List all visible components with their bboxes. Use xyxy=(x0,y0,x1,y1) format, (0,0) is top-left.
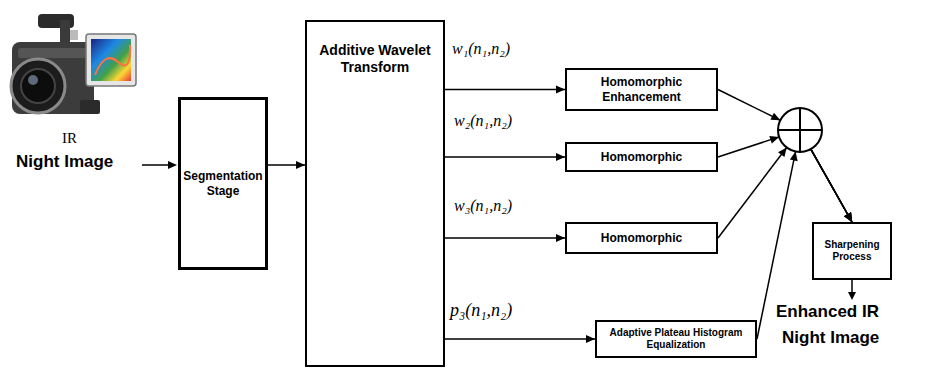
output-label: Night Image xyxy=(782,328,879,348)
box-text: Sharpening Process xyxy=(819,239,885,263)
ir-camera xyxy=(11,14,136,114)
summation-junction xyxy=(778,108,822,152)
arrowhead xyxy=(770,113,780,121)
signal-label: p₃(n₁,n₂) xyxy=(448,300,514,321)
box-text: Homomorphic Enhancement xyxy=(572,75,711,104)
arrowhead xyxy=(586,335,595,343)
process-box: Segmentation Stage xyxy=(178,97,268,270)
arrowhead xyxy=(296,161,305,169)
connector-line xyxy=(718,148,787,238)
process-box: Homomorphic xyxy=(565,142,718,172)
connector-line xyxy=(811,149,852,222)
connector-line xyxy=(445,237,565,239)
input-arrow xyxy=(142,161,177,169)
arrowhead xyxy=(769,136,779,144)
connector xyxy=(445,86,565,94)
box-text: Homomorphic xyxy=(601,150,682,164)
image-label: IR xyxy=(62,130,77,147)
arrowhead xyxy=(790,152,798,162)
box-text: Homomorphic xyxy=(601,231,682,245)
connector-line xyxy=(718,90,780,121)
connector-line xyxy=(811,149,852,222)
connector-line xyxy=(445,156,565,158)
output-arrow xyxy=(848,280,856,300)
arrowhead xyxy=(556,86,565,94)
connector-line xyxy=(445,89,565,91)
signal-label: w₁(n₁,n₂) xyxy=(450,40,512,58)
image-label: Night Image xyxy=(16,152,113,172)
process-box: Adaptive Plateau Histogram Equalization xyxy=(595,320,757,358)
output-label: Enhanced IR xyxy=(776,302,879,322)
arrowhead xyxy=(556,153,565,161)
connector xyxy=(718,136,852,222)
connector-line xyxy=(811,149,852,222)
connector xyxy=(445,234,565,242)
arrowhead xyxy=(844,212,852,222)
signal-label: w₃(n₁,n₂) xyxy=(452,197,514,215)
connector-line xyxy=(445,338,595,340)
connector-line xyxy=(811,149,852,222)
box-text: Adaptive Plateau Histogram Equalization xyxy=(602,327,750,351)
process-box: Homomorphic Enhancement xyxy=(565,68,718,111)
connector-line xyxy=(718,137,779,157)
process-box: Additive Wavelet Transform xyxy=(305,20,445,367)
box-text: Segmentation Stage xyxy=(183,169,262,198)
arrowhead xyxy=(778,148,787,158)
process-box: Sharpening Process xyxy=(812,222,892,280)
connector xyxy=(268,161,305,169)
arrowhead xyxy=(556,234,565,242)
connector xyxy=(445,335,595,343)
process-box: Homomorphic xyxy=(565,222,718,254)
signal-label: w₂(n₁,n₂) xyxy=(452,112,514,130)
box-text: Additive Wavelet Transform xyxy=(312,42,438,76)
connector xyxy=(445,153,565,161)
